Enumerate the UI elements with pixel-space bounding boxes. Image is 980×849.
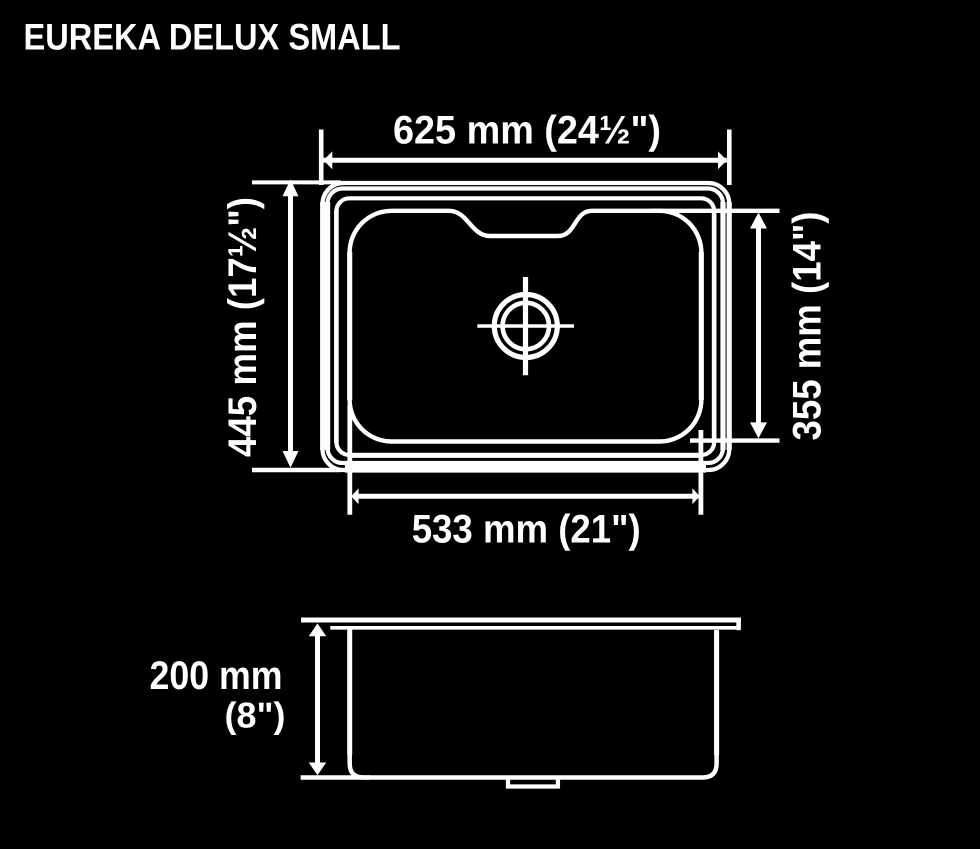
svg-text:625 mm (24½"): 625 mm (24½") xyxy=(393,109,661,153)
svg-text:(8"): (8") xyxy=(225,695,286,736)
svg-text:533 mm (21"): 533 mm (21") xyxy=(412,508,641,552)
svg-text:EUREKA DELUX SMALL: EUREKA DELUX SMALL xyxy=(24,17,401,58)
svg-text:445 mm (17½"): 445 mm (17½") xyxy=(221,197,265,457)
svg-text:355 mm (14"): 355 mm (14") xyxy=(786,212,830,441)
svg-text:200 mm: 200 mm xyxy=(150,654,283,698)
